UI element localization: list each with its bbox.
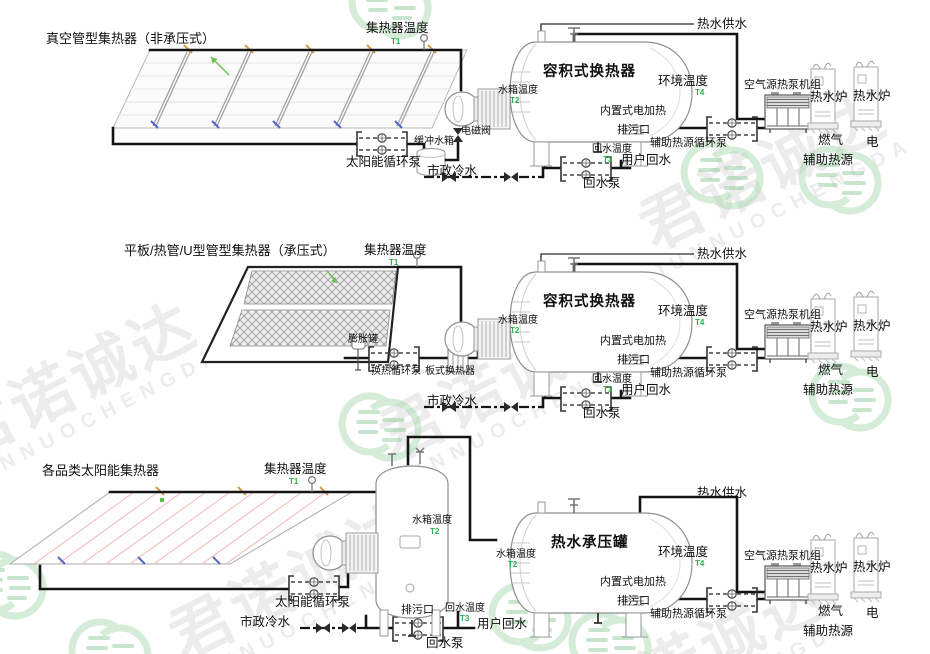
air-source-heat-pump-icon bbox=[764, 321, 812, 364]
row2-schematic bbox=[200, 251, 882, 412]
label-drain: 排污口 bbox=[401, 604, 434, 616]
label-city-cold-water: 市政冷水 bbox=[240, 615, 291, 629]
tank-pump-motor-icon bbox=[312, 532, 379, 574]
label-water-furnace: 热水炉 bbox=[810, 561, 848, 575]
label-return-pump: 回水泵 bbox=[426, 636, 464, 650]
label-tank-temp: 水箱温度 bbox=[412, 515, 452, 526]
label-tank-name: 容积式换热器 bbox=[543, 294, 636, 310]
sensor-tag-t3: T3 bbox=[603, 155, 613, 164]
label-collector-temp: 集热器温度 bbox=[264, 462, 327, 476]
label-aux-loop-pump: 辅助热源循环泵 bbox=[650, 137, 727, 149]
solar-circulation-pump-icon bbox=[356, 131, 408, 157]
label-city-cold-water: 市政冷水 bbox=[427, 164, 478, 178]
label-buffer-tank: 缓冲水箱 bbox=[414, 136, 454, 147]
label-hot-water-supply: 热水供水 bbox=[697, 486, 748, 500]
label-collector-temp: 集热器温度 bbox=[364, 243, 427, 257]
sensor-tag-t3: T3 bbox=[603, 385, 613, 394]
collector-temp-sensor-icon bbox=[308, 476, 316, 493]
sensor-tag-t2: T2 bbox=[430, 527, 440, 536]
label-user-return: 用户回水 bbox=[477, 617, 528, 631]
row1-schematic bbox=[111, 23, 882, 182]
cold-water-valve-icon bbox=[316, 623, 330, 633]
label-tank-temp: 水箱温度 bbox=[496, 549, 536, 560]
label-return-temp: 回水温度 bbox=[445, 603, 485, 614]
label-water-furnace: 热水炉 bbox=[853, 319, 891, 333]
sensor-tag-t1: T1 bbox=[391, 37, 401, 46]
label-aux-loop-pump: 辅助热源循环泵 bbox=[650, 608, 727, 620]
sensor-tag-t3: T3 bbox=[460, 614, 470, 623]
label-electric: 电 bbox=[866, 606, 879, 620]
label-solenoid-valve: 电磁阀 bbox=[461, 126, 491, 137]
label-aux-source: 辅助热源 bbox=[803, 153, 854, 167]
sensor-tag-t4: T4 bbox=[695, 559, 705, 568]
label-return-pump: 回水泵 bbox=[583, 406, 621, 420]
label-drain: 排污口 bbox=[617, 124, 650, 136]
sensor-tag-t2: T2 bbox=[508, 560, 518, 569]
label-ambient-temp: 环境温度 bbox=[658, 545, 709, 559]
cold-water-valve-icon bbox=[504, 172, 518, 182]
air-source-heat-pump-icon bbox=[764, 91, 812, 134]
sensor-tag-t4: T4 bbox=[695, 318, 705, 327]
cold-water-valve-icon bbox=[504, 402, 518, 412]
label-return-temp: 回水温度 bbox=[592, 374, 632, 385]
sensor-tag-t2: T2 bbox=[510, 326, 520, 335]
label-water-furnace: 热水炉 bbox=[853, 560, 891, 574]
label-water-furnace: 热水炉 bbox=[853, 89, 891, 103]
label-ambient-temp: 环境温度 bbox=[658, 304, 709, 318]
label-air-heat-pump: 空气源热泵机组 bbox=[744, 309, 821, 321]
label-city-cold-water: 市政冷水 bbox=[427, 394, 478, 408]
label-gas: 燃气 bbox=[818, 604, 844, 618]
label-drain: 排污口 bbox=[617, 354, 650, 366]
collector-temp-sensor-icon bbox=[420, 33, 428, 51]
label-return-pump: 回水泵 bbox=[583, 176, 621, 190]
label-builtin-heater: 内置式电加热 bbox=[600, 335, 666, 347]
label-expansion-tank: 膨胀罐 bbox=[348, 334, 378, 345]
label-aux-source: 辅助热源 bbox=[803, 383, 854, 397]
cold-water-valve-icon bbox=[342, 623, 356, 633]
label-ambient-temp: 环境温度 bbox=[658, 74, 709, 88]
label-user-return: 用户回水 bbox=[621, 153, 672, 167]
label-hx-pump: 换热循环泵 bbox=[371, 366, 421, 377]
label-tank-temp: 水箱温度 bbox=[498, 85, 538, 96]
label-air-heat-pump: 空气源热泵机组 bbox=[744, 550, 821, 562]
label-aux-loop-pump: 辅助热源循环泵 bbox=[650, 367, 727, 379]
label-collector-temp: 集热器温度 bbox=[366, 21, 429, 35]
label-solar-pump: 太阳能循环泵 bbox=[346, 155, 422, 169]
label-water-furnace: 热水炉 bbox=[810, 320, 848, 334]
label-electric: 电 bbox=[866, 135, 879, 149]
label-builtin-heater: 内置式电加热 bbox=[600, 576, 666, 588]
row3-title: 各品类太阳能集热器 bbox=[42, 463, 160, 478]
sensor-tag-t2: T2 bbox=[510, 96, 520, 105]
row3-schematic bbox=[8, 435, 882, 642]
label-gas: 燃气 bbox=[818, 133, 844, 147]
generic-solar-collector bbox=[8, 491, 354, 565]
label-water-furnace: 热水炉 bbox=[810, 90, 848, 104]
label-tank-temp: 水箱温度 bbox=[498, 315, 538, 326]
label-plate-hx: 板式换热器 bbox=[425, 366, 475, 377]
air-source-heat-pump-icon bbox=[764, 562, 812, 605]
label-aux-source: 辅助热源 bbox=[803, 624, 854, 638]
label-return-temp: 回水温度 bbox=[592, 144, 632, 155]
label-tank-name: 容积式换热器 bbox=[543, 64, 636, 80]
label-hot-water-supply: 热水供水 bbox=[697, 17, 748, 31]
sensor-tag-t4: T4 bbox=[695, 88, 705, 97]
label-air-heat-pump: 空气源热泵机组 bbox=[744, 79, 821, 91]
sensor-tag-t1: T1 bbox=[389, 258, 399, 267]
label-tank-name: 热水承压罐 bbox=[551, 535, 629, 551]
label-drain: 排污口 bbox=[617, 595, 650, 607]
label-hot-water-supply: 热水供水 bbox=[697, 247, 748, 261]
label-solar-pump: 太阳能循环泵 bbox=[275, 595, 351, 609]
label-electric: 电 bbox=[866, 365, 879, 379]
row2-title: 平板/热管/U型管型集热器（承压式） bbox=[124, 243, 336, 258]
label-builtin-heater: 内置式电加热 bbox=[600, 105, 666, 117]
label-gas: 燃气 bbox=[818, 363, 844, 377]
sensor-tag-t1: T1 bbox=[289, 477, 299, 486]
label-user-return: 用户回水 bbox=[621, 383, 672, 397]
row1-title: 真空管型集热器（非承压式） bbox=[46, 31, 216, 46]
